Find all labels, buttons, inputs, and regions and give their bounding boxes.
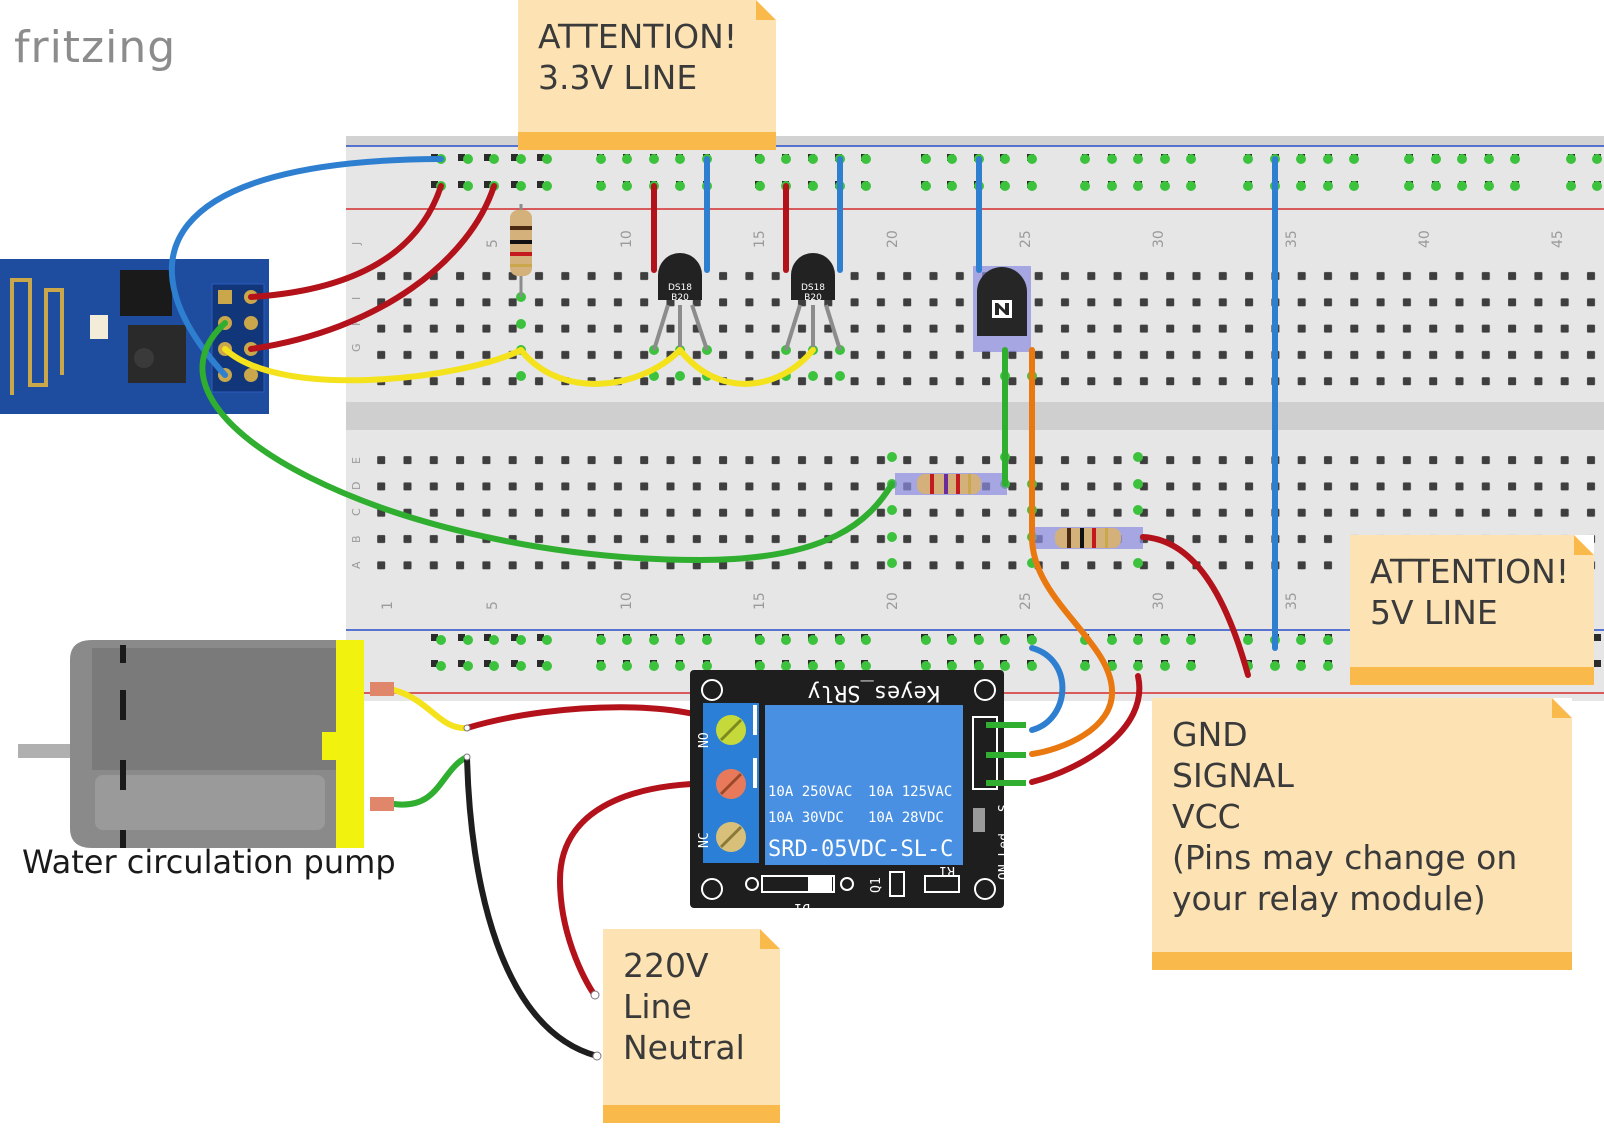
relay-s-label: S [997, 804, 1012, 812]
sensor-1-label-line1: DS18 [668, 283, 692, 293]
col-number: 35 [1284, 230, 1300, 248]
note-relay-pins: GND SIGNAL VCC (Pins may change on your … [1152, 698, 1572, 970]
col-number: 45 [1550, 230, 1566, 248]
breadboard: J I H G E D C B A 5 10 15 20 25 30 35 40… [346, 136, 1604, 701]
note-5v-line: ATTENTION! 5V LINE [1350, 535, 1594, 685]
col-number: 10 [619, 592, 635, 610]
row-letter-g: G [350, 343, 363, 352]
col-number: 30 [1151, 230, 1167, 248]
note-relay-pins-text: GND SIGNAL VCC (Pins may change on your … [1172, 715, 1518, 918]
col-number: 20 [885, 230, 901, 248]
relay-module: Keyes_SRly 10A 250VAC 10A 30VDC 10A 125V… [690, 670, 1026, 915]
relay-d1-label: D1 [794, 900, 810, 915]
ds18b20-sensor-2: DS18 B20 [784, 253, 842, 351]
col-number: 30 [1151, 592, 1167, 610]
ds18b20-sensor-1: DS18 B20 [652, 253, 709, 351]
relay-model-label: SRD-05VDC-SL-C [768, 837, 953, 862]
col-number: 25 [1018, 592, 1034, 610]
npn-transistor [973, 266, 1031, 352]
row-letter-b: B [350, 535, 363, 543]
relay-q1-label: Q1 [869, 877, 884, 893]
resistor-1 [510, 204, 532, 297]
row-letter-c: C [350, 508, 363, 516]
pump-caption: Water circulation pump [22, 843, 396, 881]
resistor-2 [895, 473, 1007, 495]
note-mains-text: 220V Line Neutral [623, 946, 745, 1067]
row-letter-i: I [350, 297, 363, 300]
col-number: 25 [1018, 230, 1034, 248]
col-number: 15 [752, 592, 768, 610]
note-5v-line-text: ATTENTION! 5V LINE [1370, 552, 1570, 632]
row-letter-a: A [350, 561, 363, 569]
col-number: 35 [1284, 592, 1300, 610]
row-letter-j: J [350, 242, 363, 246]
col-number: 15 [752, 230, 768, 248]
relay-nc-label: NC [697, 832, 712, 848]
sensor-2-label-line2: B20 [804, 293, 822, 303]
resistor-3 [1035, 527, 1143, 549]
wires [168, 156, 1278, 1059]
row-letter-d: D [350, 482, 363, 490]
water-pump-motor [18, 640, 394, 848]
note-3v3-line: ATTENTION! 3.3V LINE [518, 0, 776, 150]
col-number: 5 [485, 239, 501, 248]
note-3v3-line-text: ATTENTION! 3.3V LINE [538, 17, 738, 97]
note-mains: 220V Line Neutral [603, 929, 780, 1123]
col-number: 40 [1417, 230, 1433, 248]
col-number: 5 [485, 601, 501, 610]
fritzing-logo: fritzing [14, 22, 177, 73]
col-number: 10 [619, 230, 635, 248]
col-number: 20 [885, 592, 901, 610]
sensor-2-label-line1: DS18 [801, 283, 825, 293]
relay-rating-left-2: 10A 30VDC [768, 810, 844, 826]
relay-led-label: ON_Led [997, 833, 1012, 880]
row-letter-e: E [350, 457, 363, 464]
esp8266-module [0, 259, 269, 414]
relay-brand-label: Keyes_SRly [808, 680, 940, 705]
relay-rating-right-2: 10A 28VDC [868, 810, 944, 826]
relay-r1-label: R1 [939, 863, 955, 878]
col-number: 1 [380, 601, 396, 610]
relay-rating-right-1: 10A 125VAC [868, 784, 952, 800]
relay-no-label: NO [697, 732, 712, 748]
sensor-1-label-line2: B20 [671, 293, 689, 303]
relay-rating-left-1: 10A 250VAC [768, 784, 852, 800]
